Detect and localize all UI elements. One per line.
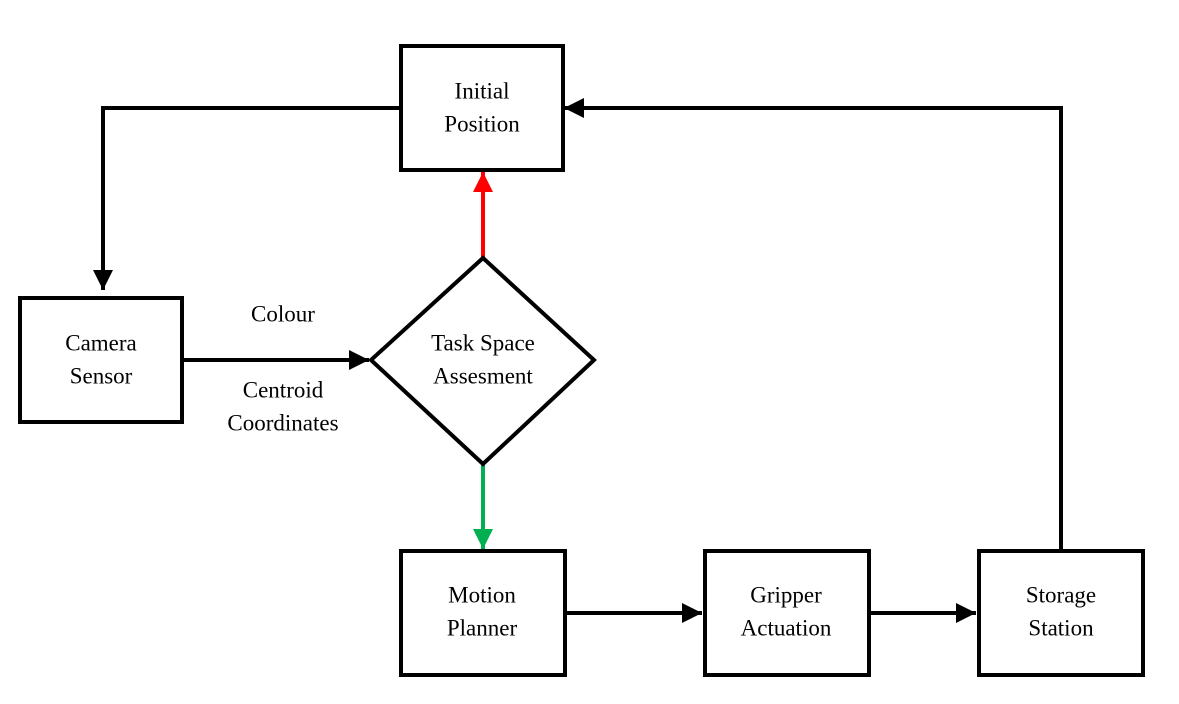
- node-gripper-actuation-box: [703, 549, 871, 677]
- edge-storage-to-initial: [564, 98, 1063, 549]
- node-motion-planner-box: [399, 549, 567, 677]
- node-storage-station-label-line2: Station: [1028, 615, 1094, 640]
- node-initial-position-label-line1: Initial: [455, 78, 510, 103]
- edge-initial-to-camera: [93, 106, 400, 290]
- node-motion-planner-label-line1: Motion: [448, 582, 516, 607]
- node-motion-planner-label-line2: Planner: [447, 615, 518, 640]
- node-initial-position-box: [399, 44, 565, 172]
- edge-label-colour: Colour: [251, 301, 315, 326]
- node-storage-station-box: [977, 549, 1145, 677]
- node-task-space-assesment-label-line1: Task Space: [431, 330, 535, 355]
- edge-label-centroid-line2: Coordinates: [227, 410, 338, 435]
- node-camera-sensor-box: [18, 296, 184, 424]
- node-camera-sensor-label-line2: Sensor: [70, 363, 133, 388]
- edge-label-centroid-line1: Centroid: [243, 377, 324, 402]
- node-gripper-actuation: Gripper Actuation: [703, 549, 871, 677]
- node-task-space-assesment-label-line2: Assesment: [433, 363, 533, 388]
- node-task-space-assesment-diamond: [368, 255, 597, 467]
- node-gripper-actuation-label-line2: Actuation: [741, 615, 832, 640]
- node-storage-station-label-line1: Storage: [1026, 582, 1096, 607]
- node-initial-position: Initial Position: [399, 44, 565, 172]
- node-gripper-actuation-label-line1: Gripper: [750, 582, 822, 607]
- node-initial-position-label-line2: Position: [444, 111, 520, 136]
- node-motion-planner: Motion Planner: [399, 549, 567, 677]
- node-camera-sensor-label-line1: Camera: [65, 330, 137, 355]
- node-storage-station: Storage Station: [977, 549, 1145, 677]
- node-task-space-assesment: Task Space Assesment: [368, 255, 597, 467]
- node-camera-sensor: Camera Sensor: [18, 296, 184, 424]
